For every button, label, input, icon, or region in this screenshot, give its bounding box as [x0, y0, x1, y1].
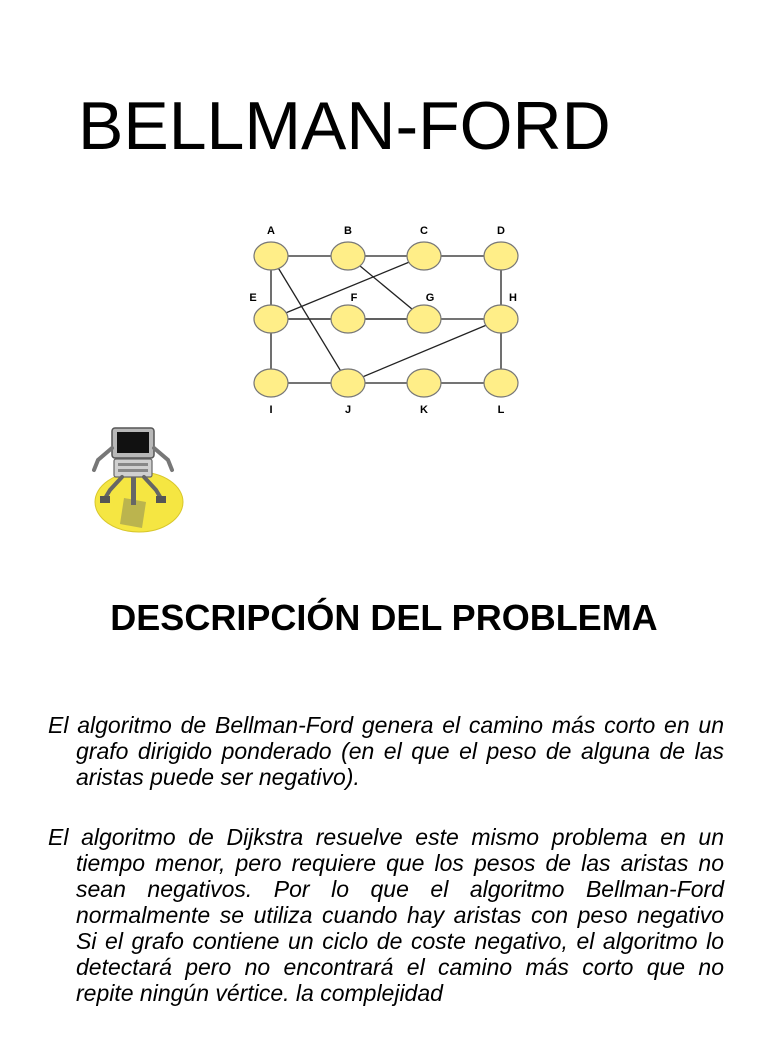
- node-K: K: [406, 368, 442, 416]
- node-label-E: E: [249, 292, 256, 304]
- edge-B-G: [347, 255, 425, 320]
- section-heading: DESCRIPCIÓN DEL PROBLEMA: [110, 597, 658, 638]
- node-label-I: I: [269, 404, 272, 416]
- node-D: D: [483, 225, 519, 271]
- robot-icon: [92, 427, 184, 533]
- node-A: A: [253, 225, 289, 271]
- node-L: L: [483, 368, 519, 416]
- node-label-L: L: [498, 404, 505, 416]
- edge-J-H: [347, 318, 502, 384]
- node-B: B: [330, 225, 366, 271]
- node-label-D: D: [497, 225, 505, 237]
- node-label-K: K: [420, 404, 428, 416]
- paragraph-2: El algoritmo de Dijkstra resuelve este m…: [48, 824, 724, 1006]
- paragraph-1: El algoritmo de Bellman-Ford genera el c…: [48, 712, 724, 790]
- node-F: F: [330, 292, 366, 334]
- node-label-C: C: [420, 225, 428, 237]
- node-label-A: A: [267, 225, 275, 237]
- graph-edges: [270, 255, 502, 384]
- node-label-F: F: [351, 292, 358, 304]
- node-C: C: [406, 225, 442, 271]
- node-label-B: B: [344, 225, 352, 237]
- node-label-J: J: [345, 404, 351, 416]
- node-J: J: [330, 368, 366, 416]
- graph-diagram: A B C D E F G H I J K L: [249, 225, 519, 416]
- slide-title: BELLMAN-FORD: [78, 88, 611, 164]
- node-E: E: [249, 292, 289, 334]
- edge-E-C: [270, 255, 425, 320]
- node-H: H: [483, 292, 519, 334]
- node-label-G: G: [426, 292, 435, 304]
- node-G: G: [406, 292, 442, 334]
- node-label-H: H: [509, 292, 517, 304]
- node-I: I: [253, 368, 289, 416]
- body-text: El algoritmo de Bellman-Ford genera el c…: [48, 712, 724, 1040]
- graph-nodes: A B C D E F G H I J K L: [249, 225, 519, 416]
